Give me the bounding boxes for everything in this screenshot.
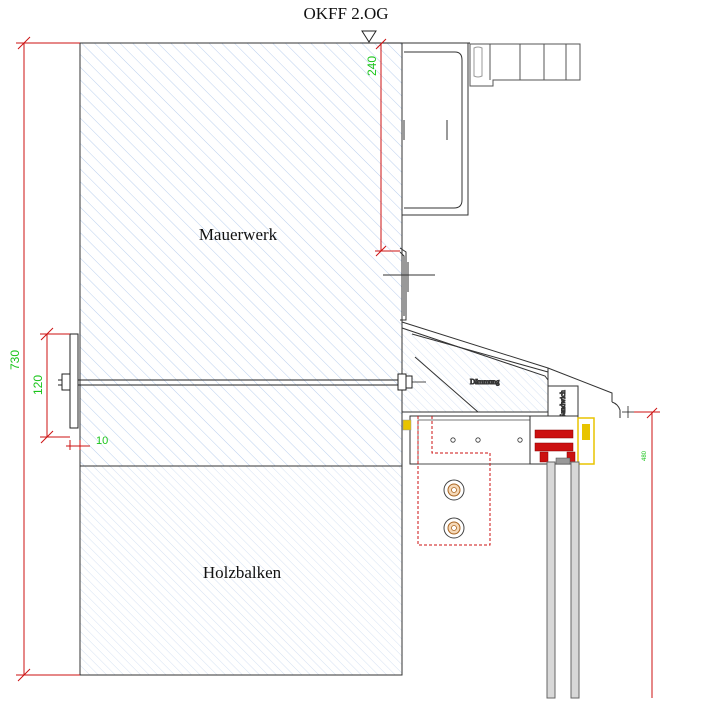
- dimension-anchor: [40, 327, 70, 444]
- insulation-label: Dämmung: [470, 378, 500, 386]
- reference-cross: [622, 406, 634, 418]
- dimension-slab: [375, 38, 400, 257]
- sill-insulation: Dämmung: [401, 321, 621, 418]
- grating: [469, 43, 581, 87]
- subframe: [402, 415, 531, 546]
- glass-pane: [546, 457, 580, 699]
- window-frame: [529, 415, 595, 465]
- level-label: OKFF 2.OG: [303, 4, 388, 23]
- slab-profile: [402, 42, 469, 216]
- timber-beam: [79, 465, 403, 676]
- bolt-top-icon: [443, 479, 465, 501]
- dimension-offset: [66, 440, 90, 450]
- level-triangle-icon: [361, 30, 377, 43]
- dimension-anchor-label: 120: [31, 375, 45, 395]
- dimension-offset-label: 10: [96, 435, 108, 447]
- level-marker: OKFF 2.OG: [303, 4, 470, 44]
- dimension-window: [634, 407, 660, 698]
- dimension-window-label: 480: [642, 450, 648, 461]
- bracket: [383, 247, 435, 321]
- masonry-label: Mauerwerk: [199, 225, 278, 244]
- dimension-total: [16, 36, 80, 682]
- dimension-slab-label: 240: [365, 56, 379, 76]
- masonry-wall: [79, 42, 403, 467]
- timber-beam-label: Holzbalken: [203, 563, 282, 582]
- sandwich-label: Sandwich: [559, 390, 567, 418]
- bolt-bottom-icon: [443, 517, 465, 539]
- dimension-total-label: 730: [8, 350, 22, 370]
- anchor-rod: [58, 333, 413, 429]
